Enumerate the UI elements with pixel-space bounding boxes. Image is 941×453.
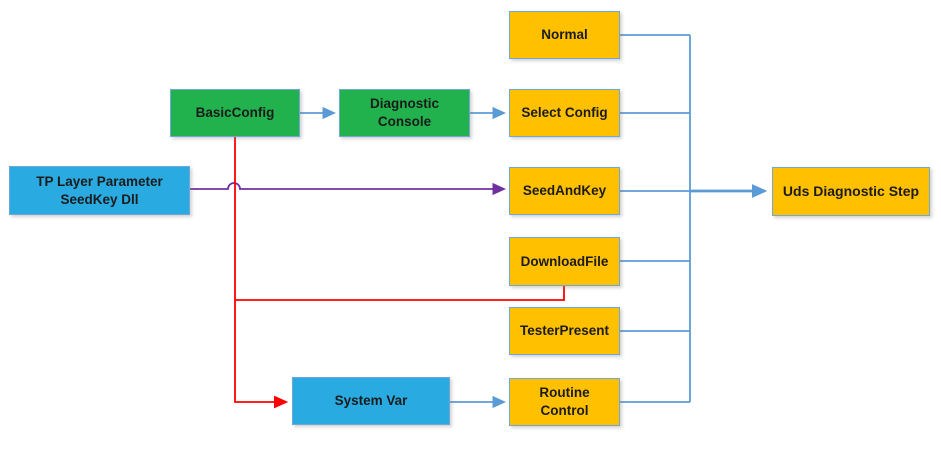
node-tester-present: TesterPresent [509, 307, 620, 355]
node-system-var: System Var [292, 377, 450, 425]
node-seed-and-key: SeedAndKey [509, 167, 620, 215]
node-diagnostic-console: Diagnostic Console [339, 89, 470, 137]
connector-basicconfig-to-downloadfile [235, 286, 565, 301]
node-basic-config: BasicConfig [170, 89, 300, 137]
node-uds-diagnostic-step: Uds Diagnostic Step [772, 167, 930, 216]
connector-basicconfig-to-systemvar [234, 137, 289, 409]
node-normal: Normal [509, 11, 620, 59]
node-select-config: Select Config [509, 89, 620, 137]
connector-tplayer-to-seedandkey [190, 182, 507, 196]
node-tp-layer-parameter-seedkey-dll: TP Layer Parameter SeedKey Dll [9, 166, 190, 215]
node-download-file: DownloadFile [509, 237, 620, 286]
node-routine-control: Routine Control [509, 378, 620, 426]
